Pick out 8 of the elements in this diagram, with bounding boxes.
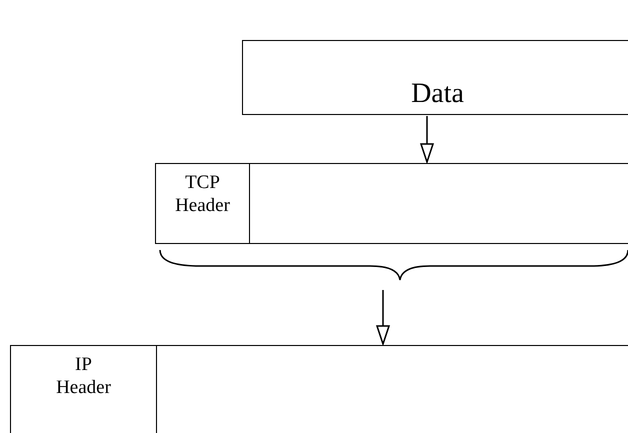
arrow xyxy=(376,290,390,345)
packet-box xyxy=(10,345,628,433)
node-label: IP Header xyxy=(55,354,112,400)
segment-box xyxy=(155,163,628,244)
node-label: Data xyxy=(411,77,464,111)
data-box xyxy=(242,40,628,115)
arrow xyxy=(420,116,434,163)
node-label: TCP Header xyxy=(175,172,230,218)
